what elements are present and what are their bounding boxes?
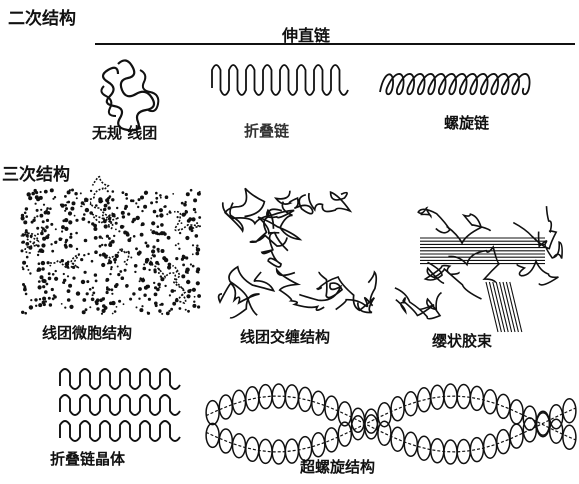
super-helix-label: 超螺旋结构 [300,456,375,477]
